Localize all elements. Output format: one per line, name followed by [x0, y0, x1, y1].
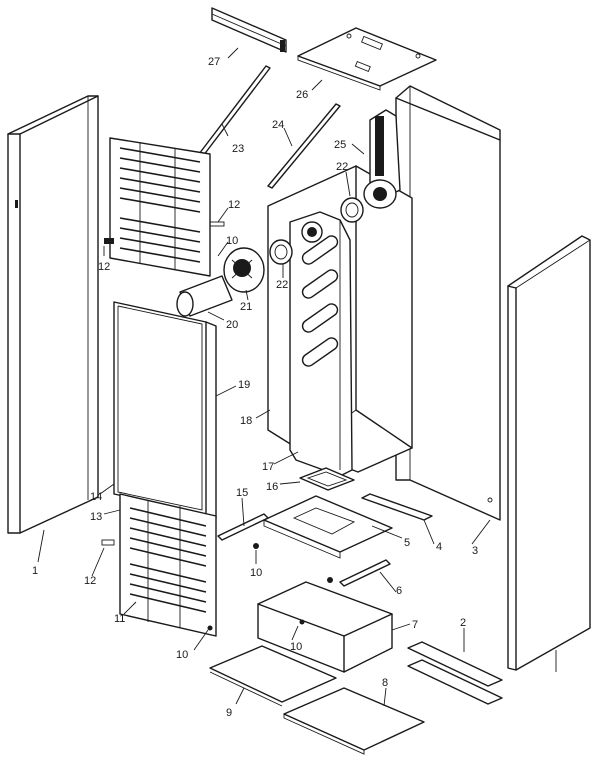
part-15-rail: [217, 513, 269, 541]
part-27-top-bracket: [211, 7, 287, 53]
callout-17: 17: [262, 461, 274, 473]
callout-15: 15: [236, 487, 248, 499]
callout-6: 6: [396, 585, 402, 597]
part-6-rod: [339, 559, 391, 587]
callout-21: 21: [240, 301, 252, 313]
callout-26: 26: [296, 89, 308, 101]
screws: [101, 221, 333, 631]
callout-10-mid: 10: [250, 567, 262, 579]
leader-lines: [37, 47, 557, 707]
callout-18: 18: [240, 415, 252, 427]
callout-labels: 27 26 23 24 25 22 12 10 12 22 21 20 19 1…: [32, 56, 478, 719]
callout-20: 20: [226, 319, 238, 331]
callout-16: 16: [266, 481, 278, 493]
part-16-gasket: [299, 467, 355, 491]
callout-13: 13: [90, 511, 102, 523]
callout-22-upper: 22: [336, 161, 348, 173]
callout-4: 4: [436, 541, 442, 553]
callout-24: 24: [272, 119, 284, 131]
callout-22-lower: 22: [276, 279, 288, 291]
callout-2: 2: [460, 617, 466, 629]
callout-23: 23: [232, 143, 244, 155]
part-7-base-tray: [257, 581, 393, 673]
part-22-gasket-lower: [269, 239, 293, 265]
part-24-strap: [267, 103, 341, 189]
part-19-door-panel: [113, 301, 217, 519]
callout-3: 3: [472, 545, 478, 557]
callout-5: 5: [404, 537, 410, 549]
part-1-left-side-panel: [7, 95, 99, 534]
part-11-lower-grille-panel: [119, 493, 217, 637]
callout-12-left: 12: [98, 261, 110, 273]
callout-25: 25: [334, 139, 346, 151]
callout-7: 7: [412, 619, 418, 631]
callout-12-lower: 12: [84, 575, 96, 587]
part-17-heat-exchanger: [289, 211, 353, 477]
part-8-bottom-plate: [283, 687, 425, 755]
part-26-top-plate: [297, 27, 437, 91]
part-21-burner-fan: [223, 247, 265, 293]
callout-19: 19: [238, 379, 250, 391]
part-22-gasket-upper: [340, 197, 364, 223]
callout-10-tray: 10: [290, 641, 302, 653]
callout-27: 27: [208, 56, 220, 68]
part-2-right-front-panel: [507, 235, 591, 671]
callout-10-lower: 10: [176, 649, 188, 661]
callout-9: 9: [226, 707, 232, 719]
part-4-rail: [361, 493, 433, 521]
part-20-pipe: [176, 275, 233, 317]
callout-1: 1: [32, 565, 38, 577]
part-5-base-plate: [263, 495, 393, 559]
part-25-flue-assembly: [363, 109, 401, 209]
upper-grille-panel: [109, 137, 211, 277]
callout-11: 11: [114, 613, 125, 625]
callout-10-upper: 10: [226, 235, 238, 247]
callout-8: 8: [382, 677, 388, 689]
part-9-floor-plate: [209, 645, 337, 707]
callout-12-upper: 12: [228, 199, 240, 211]
part-2-lower-bracket: [407, 641, 503, 705]
callout-14: 14: [90, 491, 102, 503]
